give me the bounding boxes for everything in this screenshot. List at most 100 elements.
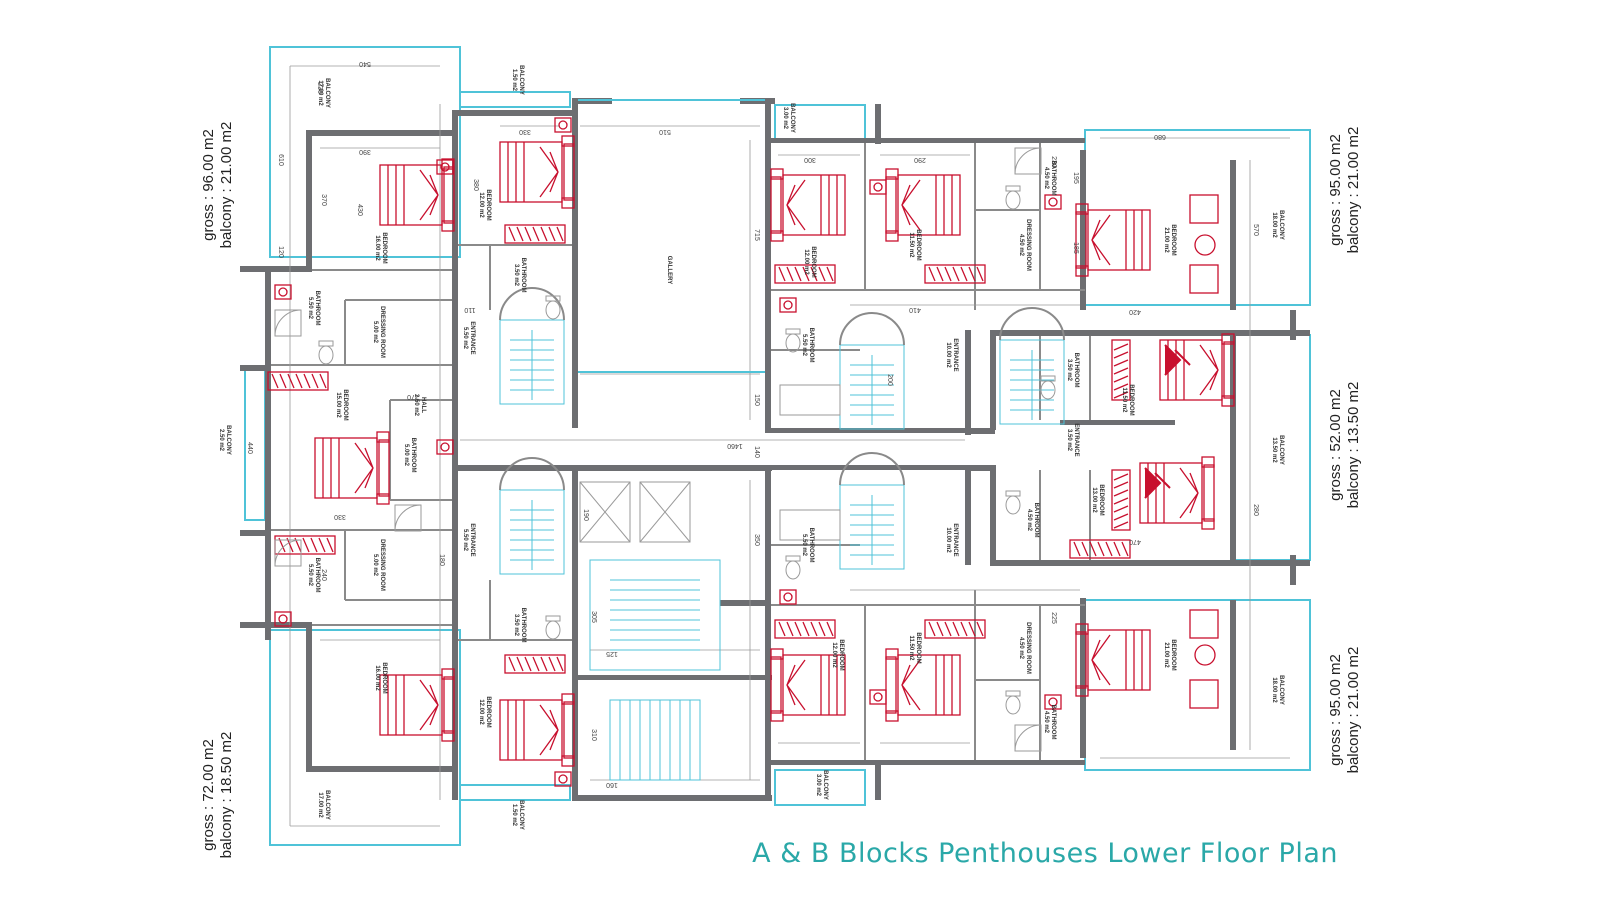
svg-text:510: 510 (659, 128, 671, 135)
svg-text:180: 180 (438, 554, 445, 566)
svg-text:BATHROOM5.50 m2: BATHROOM5.50 m2 (307, 291, 320, 326)
svg-text:125: 125 (606, 650, 618, 657)
svg-text:BEDROOM21.00 m2: BEDROOM21.00 m2 (1163, 639, 1176, 670)
svg-text:BATHROOM5.00 m2: BATHROOM5.00 m2 (403, 438, 416, 473)
svg-text:BEDROOM12.00 m2: BEDROOM12.00 m2 (478, 189, 491, 220)
plan-title: A & B Blocks Penthouses Lower Floor Plan (752, 838, 1338, 869)
svg-text:300: 300 (804, 156, 816, 163)
svg-text:balcony : 21.00 m2: balcony : 21.00 m2 (1345, 647, 1362, 774)
svg-text:225: 225 (1050, 612, 1057, 624)
unit-area-summaries: gross : 96.00 m2 balcony : 21.00 m2 gros… (200, 122, 1362, 859)
svg-text:balcony : 18.50 m2: balcony : 18.50 m2 (218, 732, 235, 859)
svg-text:GALLERY: GALLERY (666, 256, 672, 284)
svg-text:BATHROOM4.50 m2: BATHROOM4.50 m2 (1026, 503, 1039, 538)
unit-area-bottom-right: gross : 95.00 m2 balcony : 21.00 m2 (1327, 647, 1362, 774)
svg-text:DRESSING ROOM4.50 m2: DRESSING ROOM4.50 m2 (1018, 219, 1031, 271)
svg-text:430: 430 (356, 204, 363, 216)
svg-text:230: 230 (316, 82, 323, 94)
svg-text:195: 195 (1072, 172, 1079, 184)
svg-text:BEDROOM12.00 m2: BEDROOM12.00 m2 (478, 696, 491, 727)
svg-text:BATHROOM5.50 m2: BATHROOM5.50 m2 (307, 558, 320, 593)
core (499, 99, 1065, 781)
svg-text:gross : 96.00 m2: gross : 96.00 m2 (200, 129, 217, 241)
svg-text:BALCONY17.00 m2: BALCONY17.00 m2 (317, 78, 330, 108)
svg-text:140: 140 (753, 446, 760, 458)
svg-text:HALL2.50 m2: HALL2.50 m2 (413, 394, 426, 417)
svg-text:BALCONY18.00 m2: BALCONY18.00 m2 (1271, 675, 1284, 705)
svg-text:ENTRANCE5.50 m2: ENTRANCE5.50 m2 (462, 321, 475, 354)
svg-text:BEDROOM16.00 m2: BEDROOM16.00 m2 (374, 662, 387, 693)
svg-text:330: 330 (519, 128, 531, 135)
svg-text:290: 290 (914, 156, 926, 163)
svg-text:balcony : 13.50 m2: balcony : 13.50 m2 (1345, 382, 1362, 509)
svg-text:610: 610 (277, 154, 284, 166)
svg-text:BALCONY3.00 m2: BALCONY3.00 m2 (782, 103, 795, 133)
svg-text:BEDROOM11.50 m2: BEDROOM11.50 m2 (908, 229, 921, 260)
svg-text:305: 305 (590, 611, 597, 623)
svg-text:BALCONY1.50 m2: BALCONY1.50 m2 (511, 800, 524, 830)
svg-text:BATHROOM3.50 m2: BATHROOM3.50 m2 (513, 258, 526, 293)
svg-text:330: 330 (334, 513, 346, 520)
svg-text:ENTRANCE5.50 m2: ENTRANCE5.50 m2 (462, 523, 475, 556)
svg-text:350: 350 (753, 534, 760, 546)
dimension-lines (289, 65, 1290, 827)
svg-text:BEDROOM15.00 m2: BEDROOM15.00 m2 (335, 389, 348, 420)
unit-area-middle-right: gross : 52.00 m2 balcony : 13.50 m2 (1327, 382, 1362, 509)
svg-text:BEDROOM12.00 m2: BEDROOM12.00 m2 (831, 639, 844, 670)
svg-text:170: 170 (407, 393, 419, 400)
svg-text:680: 680 (1154, 133, 1166, 140)
svg-text:BEDROOM12.00 m2: BEDROOM12.00 m2 (803, 246, 816, 277)
svg-text:BALCONY3.00 m2: BALCONY3.00 m2 (815, 770, 828, 800)
svg-text:BALCONY2.50 m2: BALCONY2.50 m2 (218, 425, 231, 455)
svg-text:BEDROOM11.50 m2: BEDROOM11.50 m2 (908, 632, 921, 663)
svg-text:DRESSING ROOM5.00 m2: DRESSING ROOM5.00 m2 (372, 539, 385, 591)
svg-text:gross : 95.00 m2: gross : 95.00 m2 (1327, 134, 1344, 246)
svg-text:440: 440 (246, 442, 253, 454)
svg-text:BALCONY17.00 m2: BALCONY17.00 m2 (317, 790, 330, 820)
svg-text:BATHROOM5.50 m2: BATHROOM5.50 m2 (801, 528, 814, 563)
svg-text:BEDROOM21.00 m2: BEDROOM21.00 m2 (1163, 224, 1176, 255)
svg-text:balcony : 21.00 m2: balcony : 21.00 m2 (218, 122, 235, 249)
svg-text:570: 570 (1252, 224, 1259, 236)
svg-text:160: 160 (606, 781, 618, 788)
furniture (267, 117, 1235, 787)
room-labels: BALCONY17.00 m2 BALCONY1.50 m2 BEDROOM16… (218, 65, 1284, 830)
svg-text:540: 540 (359, 60, 371, 67)
svg-text:370: 370 (320, 194, 327, 206)
svg-text:240: 240 (320, 569, 327, 581)
svg-text:gross : 72.00 m2: gross : 72.00 m2 (200, 739, 217, 851)
svg-text:BATHROOM4.50 m2: BATHROOM4.50 m2 (1043, 161, 1056, 196)
svg-text:BEDROOM11.50 m2: BEDROOM11.50 m2 (1121, 384, 1134, 415)
svg-text:410: 410 (909, 306, 921, 313)
svg-text:310: 310 (590, 729, 597, 741)
svg-text:390: 390 (359, 148, 371, 155)
svg-text:150: 150 (753, 394, 760, 406)
svg-text:DRESSING ROOM5.00 m2: DRESSING ROOM5.00 m2 (372, 306, 385, 358)
svg-text:715: 715 (753, 229, 760, 241)
svg-text:470: 470 (1129, 538, 1141, 545)
svg-text:DRESSING ROOM4.50 m2: DRESSING ROOM4.50 m2 (1018, 622, 1031, 674)
svg-text:185: 185 (1072, 242, 1079, 254)
partitions (271, 143, 1091, 760)
dimension-labels: 540 230 610 120 390 430 370 330 380 510 … (246, 60, 1259, 788)
unit-area-top-left: gross : 96.00 m2 balcony : 21.00 m2 (200, 122, 235, 249)
svg-text:ENTRANCE3.50 m2: ENTRANCE3.50 m2 (1066, 423, 1079, 456)
svg-text:ENTRANCE10.00 m2: ENTRANCE10.00 m2 (945, 523, 958, 556)
svg-text:380: 380 (472, 179, 479, 191)
svg-text:BATHROOM5.50 m2: BATHROOM5.50 m2 (801, 328, 814, 363)
svg-text:120: 120 (277, 246, 284, 258)
svg-text:230: 230 (1050, 156, 1057, 168)
svg-text:110: 110 (464, 306, 475, 313)
svg-text:BATHROOM3.50 m2: BATHROOM3.50 m2 (1066, 353, 1079, 388)
svg-text:420: 420 (1129, 308, 1141, 315)
svg-text:1460: 1460 (727, 442, 743, 449)
svg-text:BALCONY1.50 m2: BALCONY1.50 m2 (511, 65, 524, 95)
svg-text:280: 280 (1252, 504, 1259, 516)
svg-text:200: 200 (886, 374, 893, 386)
svg-text:BALCONY13.50 m2: BALCONY13.50 m2 (1271, 435, 1284, 465)
svg-text:balcony : 21.00 m2: balcony : 21.00 m2 (1345, 127, 1362, 254)
svg-text:gross : 95.00 m2: gross : 95.00 m2 (1327, 654, 1344, 766)
svg-text:BATHROOM3.50 m2: BATHROOM3.50 m2 (513, 608, 526, 643)
svg-text:BATHROOM4.50 m2: BATHROOM4.50 m2 (1043, 705, 1056, 740)
